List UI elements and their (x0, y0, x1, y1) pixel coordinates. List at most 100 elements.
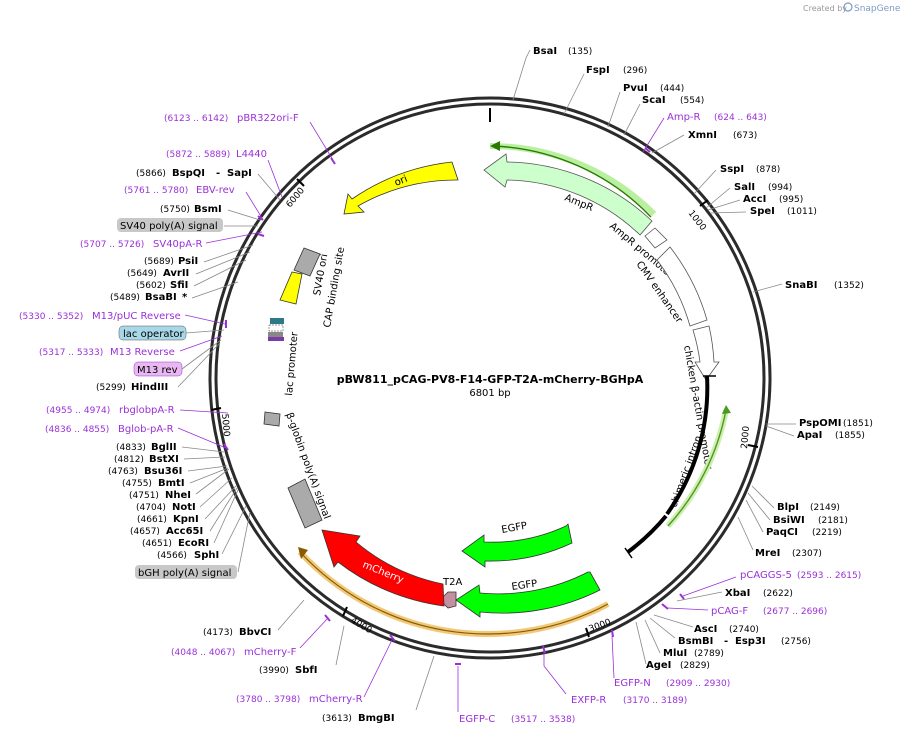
primer-m13-puc-reverse[interactable]: M13/pUC Reverse (5330 .. 5352) (19, 311, 227, 328)
site-mlui[interactable]: MluI (2789) (644, 619, 724, 659)
feature-box-bgh-polya[interactable]: bGH poly(A) signal (135, 511, 251, 579)
site-bsai[interactable]: BsaI (135) (512, 46, 592, 101)
primer-egfp-n[interactable]: EGFP-N (2909 .. 2930) (611, 629, 730, 689)
site-apai[interactable]: ApaI (1855) (765, 425, 865, 441)
label-right-labels-0-pos: (135) (568, 47, 592, 57)
backbone-ring (208, 96, 772, 660)
feature-box-sv40-polya[interactable]: SV40 poly(A) signal (117, 218, 258, 232)
site-bglii[interactable]: BglII (4833) (116, 442, 225, 453)
site-hindiii[interactable]: HindIII (5299) (96, 342, 221, 393)
feature-sv40-polya[interactable] (293, 247, 321, 277)
feature-box-lac-operator[interactable]: lac operator (118, 325, 225, 341)
site-bsabi[interactable]: BsaBI * (5489) (110, 281, 239, 303)
primer-amp-r[interactable]: Amp-R (624 .. 643) (642, 112, 767, 153)
site-bsmi[interactable]: BsmI (5750) (160, 204, 261, 221)
label-left-labels-4-pos: (5750) (160, 205, 190, 215)
label-right-labels-7-pos: (994) (768, 183, 792, 193)
site-nhei[interactable]: NheI (4751) (129, 468, 230, 501)
credit-prefix: Created by (803, 4, 847, 13)
label-left-labels-9-pos: (5602) (136, 281, 166, 291)
feature-mcherry[interactable]: mCherry (321, 529, 445, 607)
site-agei[interactable]: AgeI (2829) (635, 621, 710, 671)
primer-mcherry-f[interactable]: mCherry-F (4048 .. 4067) (171, 614, 331, 658)
site-mrei[interactable]: MreI (2307) (737, 516, 822, 559)
primer-egfp-c[interactable]: EGFP-C (3517 .. 3538) (455, 663, 575, 725)
site-bmgbi[interactable]: BmgBI (3613) (322, 655, 435, 724)
primer-l4440[interactable]: L4440 (5872 .. 5889) (166, 149, 283, 198)
label-right-labels-10-pos: (1352) (834, 281, 864, 291)
feature-bglobin-polya[interactable]: β-globin poly(A) signal (283, 411, 332, 529)
site-sbfi[interactable]: SbfI (3990) (259, 625, 345, 676)
feature-promoter-bar[interactable] (665, 375, 710, 516)
label-left-labels-9-name: SfiI (170, 280, 188, 291)
primer-m13-reverse[interactable]: M13 Reverse (5317 .. 5333) (39, 335, 223, 358)
site-bbvci[interactable]: BbvCI (4173) (203, 599, 305, 638)
site-ecori[interactable]: EcoRI (4651) (142, 489, 239, 549)
label-left-labels-31-pos: (3990) (259, 666, 289, 676)
label-lac-promoter: lac promoter (284, 331, 301, 397)
label-left-labels-30-range: (4048 .. 4067) (171, 648, 235, 658)
primer-rbglobpa-r[interactable]: rbglobpA-R (4955 .. 4974) (46, 405, 229, 416)
site-asci[interactable]: AscI (2740) (653, 614, 759, 635)
feature-grey-small[interactable] (263, 411, 281, 427)
site-paqci[interactable]: PaqCI (2219) (745, 499, 842, 538)
site-bstxi[interactable]: BstXI (4812) (114, 454, 226, 465)
site-psii[interactable]: PsiI (5689) (144, 244, 254, 267)
label-right-labels-0-name: BsaI (533, 46, 557, 57)
label-right-labels-23-pos: (2829) (680, 661, 710, 671)
site-bsiwi[interactable]: BsiWI (2181) (747, 492, 848, 526)
site-acc65i[interactable]: Acc65I (4657) (130, 487, 238, 537)
site-pvui[interactable]: PvuI (444) (607, 83, 684, 128)
label-right-labels-13-pos: (2149) (810, 503, 840, 513)
primer-pbr322ori-f[interactable]: pBR322ori-F (6123 .. 6142) (164, 113, 336, 165)
label-left-labels-18-pos: (4833) (116, 443, 146, 453)
site-blpi[interactable]: BlpI (2149) (751, 485, 840, 513)
label-left-labels-1-primer: L4440 (236, 149, 267, 160)
site-sfii[interactable]: SfiI (5602) (136, 259, 247, 291)
label-left-labels-5-box: SV40 poly(A) signal (120, 221, 218, 232)
site-spei[interactable]: SpeI (1011) (709, 206, 817, 217)
site-xbai[interactable]: XbaI (2622) (676, 588, 793, 602)
label-right-labels-26-range: (3517 .. 3538) (511, 715, 575, 725)
feature-ori[interactable]: ori (343, 161, 459, 215)
site-snabi[interactable]: SnaBI (1352) (752, 280, 864, 293)
label-right-labels-20-pos: (2740) (729, 625, 759, 635)
feature-box-m13-rev[interactable]: M13 rev (133, 339, 222, 377)
primer-mcherry-r[interactable]: mCherry-R (3780 .. 3798) (236, 634, 396, 705)
feature-egfp-1[interactable]: EGFP (461, 521, 573, 568)
site-pspomi[interactable]: PspOMI (1851) (766, 418, 873, 429)
site-bspqi[interactable]: BspQI - SapI (5866) (136, 168, 281, 201)
site-sphi[interactable]: SphI (4566) (157, 505, 247, 561)
primer-pcaggs-5[interactable]: pCAGGS-5 (2593 .. 2615) (679, 570, 861, 600)
site-kpni[interactable]: KpnI (4661) (137, 485, 237, 525)
site-fspi[interactable]: FspI (296) (563, 65, 647, 115)
label-right-labels-15-name: PaqCI (766, 527, 798, 538)
label-left-labels-33-pos: (3613) (322, 714, 352, 724)
label-right-labels-2-name: PvuI (623, 83, 648, 94)
site-bmti[interactable]: BmtI (4755) (122, 467, 229, 489)
label-right-labels-8-name: AccI (743, 194, 766, 205)
primer-exfp-r[interactable]: EXFP-R (3170 .. 3189) (542, 645, 687, 706)
feature-egfp-2[interactable]: EGFP (455, 571, 601, 618)
label-left-labels-2-name: BspQI (172, 168, 205, 179)
label-right-labels-9-name: SpeI (750, 206, 775, 217)
site-sali[interactable]: SalI (994) (705, 182, 792, 209)
primer-ebv-rev[interactable]: EBV-rev (5761 .. 5780) (124, 185, 264, 221)
label-right-labels-25-primer: EXFP-R (571, 695, 606, 706)
label-left-labels-27-pos: (4566) (157, 551, 187, 561)
primer-bglob-pa-r[interactable]: Bglob-pA-R (4836 .. 4855) (45, 424, 229, 451)
site-acci[interactable]: AccI (995) (707, 194, 803, 211)
feature-black-bar-2[interactable] (626, 514, 668, 554)
site-bsmbi[interactable]: BsmBI - Esp3I (2756) (649, 617, 811, 647)
primer-sv40pa-r[interactable]: SV40pA-R (5707 .. 5726) (80, 231, 265, 250)
label-right-labels-4-primer: Amp-R (667, 112, 701, 123)
site-avrii[interactable]: AvrII (5649) (127, 251, 251, 279)
site-noti[interactable]: NotI (4704) (136, 477, 233, 513)
site-bsu36i[interactable]: Bsu36I (4763) (108, 465, 228, 477)
site-sspi[interactable]: SspI (878) (693, 164, 780, 195)
primer-pcag-f[interactable]: pCAG-F (2677 .. 2696) (661, 603, 827, 617)
site-scai[interactable]: ScaI (554) (623, 95, 704, 136)
label-right-labels-25-range: (3170 .. 3189) (623, 696, 687, 706)
label-right-labels-3-pos: (554) (680, 96, 704, 106)
site-xmni[interactable]: XmnI (673) (651, 130, 757, 154)
